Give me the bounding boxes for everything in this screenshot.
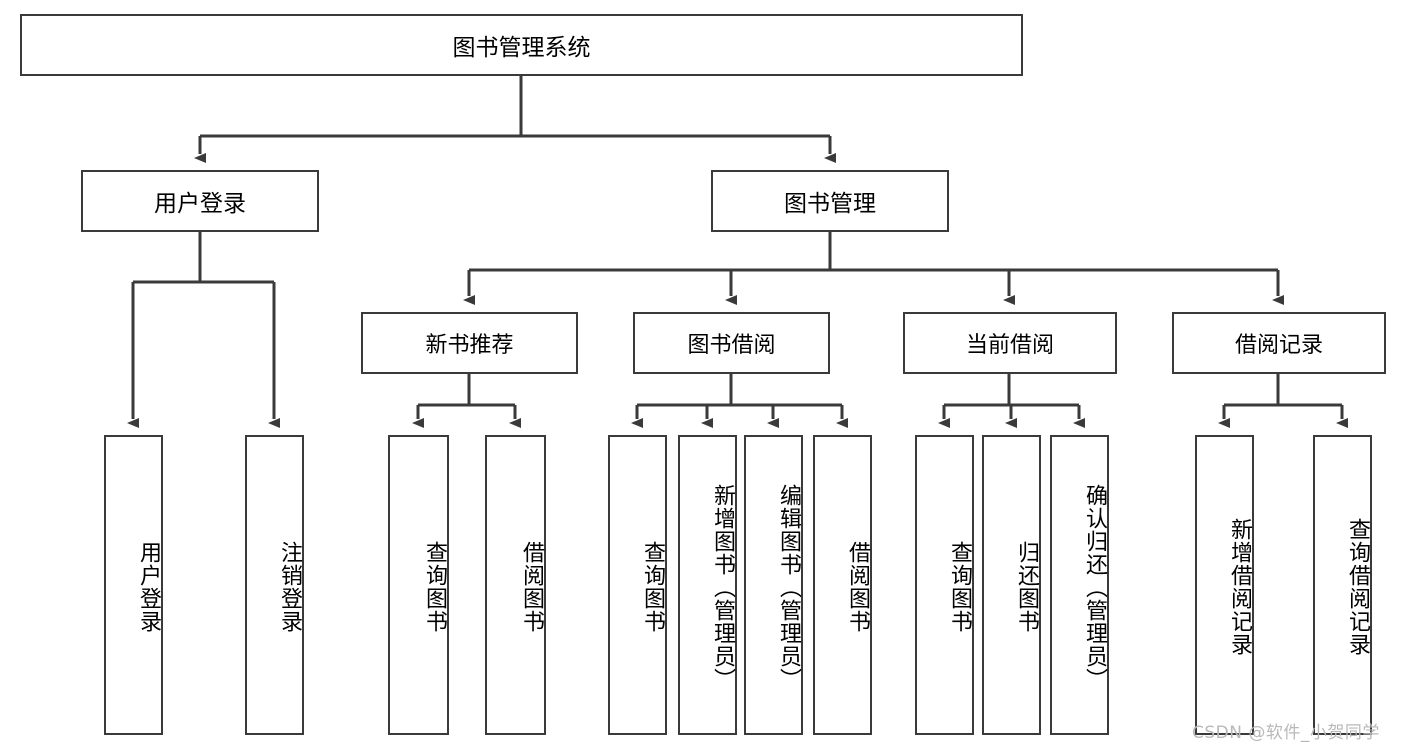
node-root-system[interactable]: 图书管理系统	[20, 14, 1023, 76]
node-user-login[interactable]: 用户登录	[81, 170, 319, 232]
node-borrow-record[interactable]: 借阅记录	[1172, 312, 1386, 374]
leaf-record-add-record[interactable]: 新增借阅记录	[1195, 435, 1254, 735]
node-new-book-recommend[interactable]: 新书推荐	[361, 312, 578, 374]
leaf-label: 查询图书	[422, 541, 447, 633]
leaf-label: 新增借阅记录	[1227, 518, 1252, 656]
leaf-label: 编辑图书（管理员）	[776, 483, 801, 691]
leaf-borrow-add-book-admin[interactable]: 新增图书（管理员）	[678, 435, 737, 735]
leaf-user-login-logout[interactable]: 注销登录	[245, 435, 304, 735]
node-book-borrow[interactable]: 图书借阅	[633, 312, 830, 374]
node-book-management[interactable]: 图书管理	[711, 170, 949, 232]
leaf-newbook-borrow-book[interactable]: 借阅图书	[485, 435, 546, 735]
leaf-label: 用户登录	[136, 541, 161, 633]
node-current-borrow[interactable]: 当前借阅	[903, 312, 1117, 374]
leaf-label: 借阅图书	[519, 541, 544, 633]
leaf-record-query-record[interactable]: 查询借阅记录	[1313, 435, 1372, 735]
leaf-label: 新增图书（管理员）	[710, 483, 735, 691]
leaf-label: 查询图书	[640, 541, 665, 633]
leaf-label: 归还图书	[1014, 541, 1039, 633]
leaf-user-login-login[interactable]: 用户登录	[104, 435, 163, 735]
leaf-current-confirm-return-admin[interactable]: 确认归还（管理员）	[1050, 435, 1109, 735]
leaf-label: 查询借阅记录	[1345, 518, 1370, 656]
leaf-borrow-edit-book-admin[interactable]: 编辑图书（管理员）	[744, 435, 803, 735]
leaf-current-query-book[interactable]: 查询图书	[915, 435, 974, 735]
leaf-label: 确认归还（管理员）	[1082, 483, 1107, 691]
leaf-label: 查询图书	[947, 541, 972, 633]
csdn-watermark: CSDN @软件_小贺同学	[1192, 723, 1380, 743]
leaf-label: 注销登录	[277, 541, 302, 633]
leaf-current-return-book[interactable]: 归还图书	[982, 435, 1041, 735]
leaf-newbook-query-book[interactable]: 查询图书	[388, 435, 449, 735]
leaf-borrow-query-book[interactable]: 查询图书	[608, 435, 667, 735]
leaf-label: 借阅图书	[845, 541, 870, 633]
leaf-borrow-borrow-book[interactable]: 借阅图书	[813, 435, 872, 735]
